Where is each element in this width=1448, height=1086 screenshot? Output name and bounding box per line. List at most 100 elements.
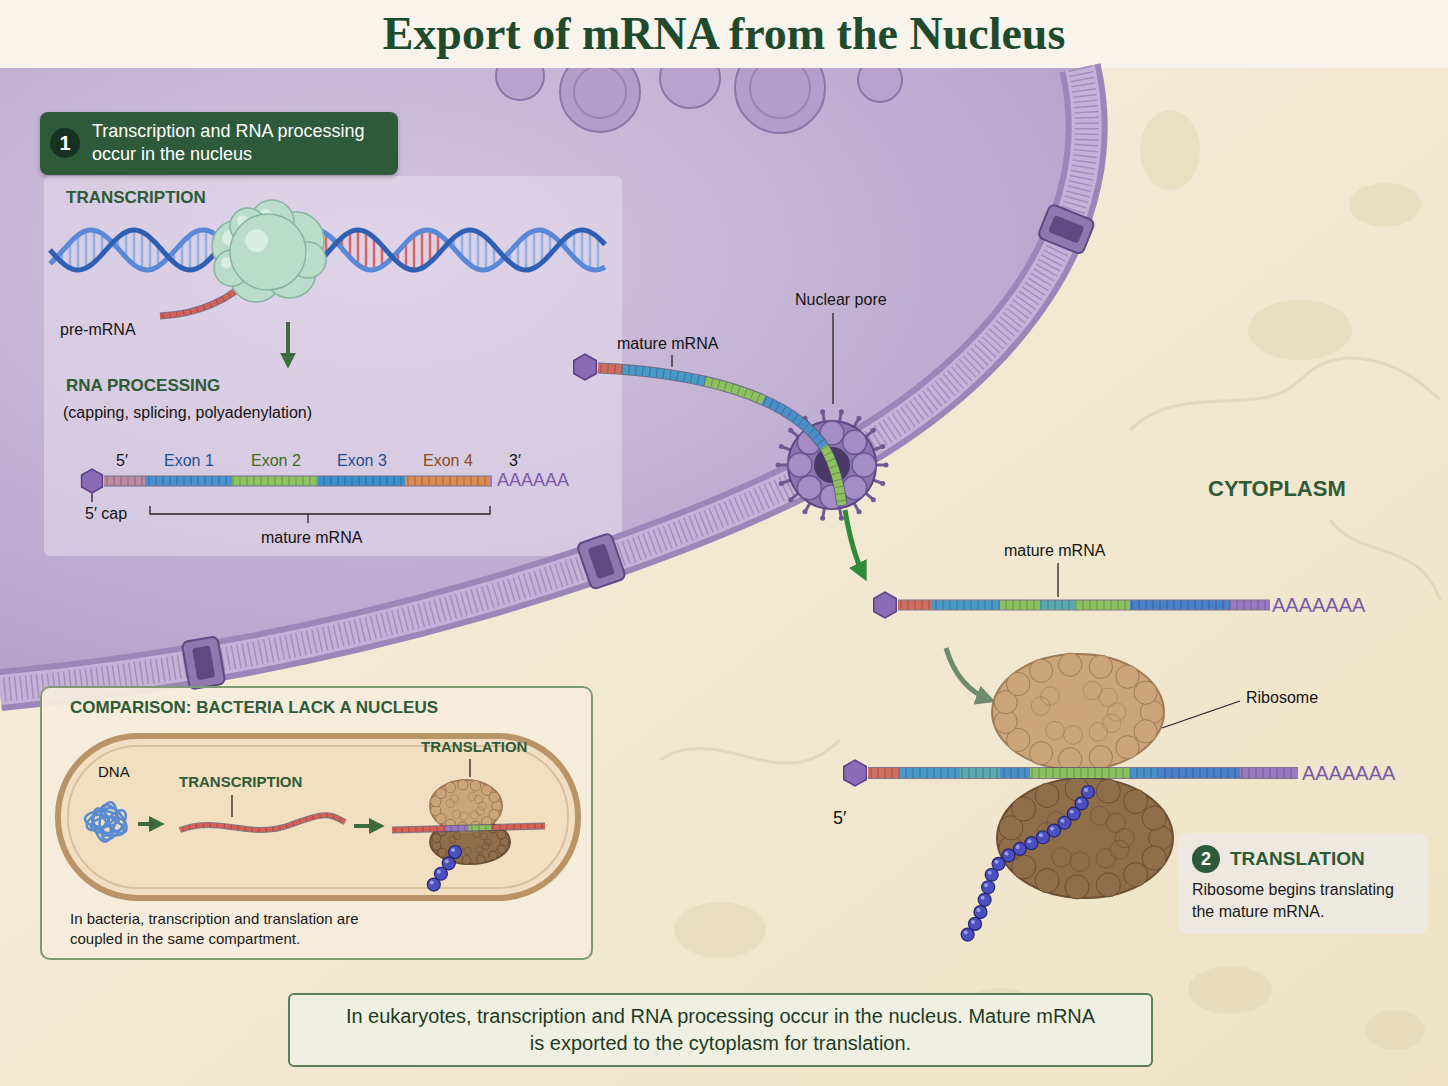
dna-helix xyxy=(365,232,368,269)
bacterium-cell xyxy=(58,736,578,898)
exporting-mrna xyxy=(598,368,842,505)
pre-mrna-strand xyxy=(228,293,231,297)
pre-mrna-strand xyxy=(222,297,224,301)
leader-lines xyxy=(231,795,232,817)
bacterium-contents xyxy=(394,827,395,832)
translated-mrna xyxy=(1088,768,1089,778)
translated-mrna xyxy=(1270,768,1271,778)
processed-mrna xyxy=(219,477,220,486)
exporting-mrna xyxy=(690,374,692,383)
ribosome xyxy=(1096,873,1120,897)
cytoplasm-mrna xyxy=(1153,601,1154,610)
bacterium-contents xyxy=(90,816,125,835)
translated-mrna xyxy=(927,768,928,778)
polypeptide xyxy=(437,870,441,874)
translated-mrna xyxy=(920,768,921,778)
processed-mrna xyxy=(163,477,164,486)
nuclear-pores xyxy=(182,204,1096,690)
dna-helix xyxy=(597,238,600,270)
processed-mrna xyxy=(394,477,395,486)
bacterium-contents xyxy=(266,828,267,832)
exporting-mrna xyxy=(837,500,846,501)
exporting-mrna xyxy=(808,428,814,434)
translated-mrna xyxy=(868,768,1298,778)
nuclear-pores xyxy=(182,636,226,689)
bacterium-contents xyxy=(450,826,451,831)
dna-helix xyxy=(77,235,80,270)
rna-polymerase xyxy=(245,229,268,252)
caption-box: In eukaryotes, transcription and RNA pro… xyxy=(288,993,1153,1067)
cytoplasm-mrna xyxy=(898,601,1270,610)
ribosome xyxy=(1041,687,1060,706)
processed-mrna xyxy=(247,477,248,486)
polypeptide xyxy=(988,871,992,875)
cytoplasm-mrna xyxy=(1265,601,1266,610)
five-prime-cap xyxy=(574,354,597,380)
cytoplasm-mrna xyxy=(1041,601,1042,610)
nuclear-pore xyxy=(788,497,793,502)
ribosome xyxy=(1142,846,1166,870)
cytoplasm-mrna xyxy=(1006,601,1007,610)
leader-lines xyxy=(1162,701,1240,728)
ribosome xyxy=(1116,665,1139,688)
bacterium-contents xyxy=(272,827,274,831)
bacterium-contents xyxy=(244,827,245,831)
polypeptide xyxy=(1005,851,1009,855)
region-label: CYTOPLASM xyxy=(1208,476,1346,502)
ribosome xyxy=(1089,746,1112,769)
bacterium-contents xyxy=(445,782,455,792)
chromatin xyxy=(858,58,902,102)
processed-mrna xyxy=(261,477,262,486)
nuclear-pore xyxy=(820,516,825,521)
processed-mrna xyxy=(104,477,492,486)
exporting-mrna xyxy=(598,368,842,505)
nuclear-pore xyxy=(880,444,885,449)
bacterium-contents xyxy=(293,822,294,826)
bacterium-contents xyxy=(476,807,484,815)
translated-mrna xyxy=(1263,768,1264,778)
bacterium-contents xyxy=(237,826,239,830)
translated-mrna xyxy=(1207,768,1208,778)
cytoplasm-mrna xyxy=(898,601,1270,610)
cytoplasm-mrna xyxy=(971,601,972,610)
cytoplasm-mrna xyxy=(1216,601,1217,610)
exporting-mrna xyxy=(600,364,601,373)
translated-mrna xyxy=(1144,768,1145,778)
exporting-mrna xyxy=(824,452,832,456)
ribosome xyxy=(1035,869,1059,893)
dna-helix xyxy=(373,238,376,270)
translated-mrna xyxy=(1004,768,1005,778)
bracket-label: mature mRNA xyxy=(261,528,362,547)
step-box: 2TRANSLATIONRibosome begins translating … xyxy=(1178,833,1428,934)
bacterium-contents xyxy=(326,813,327,817)
polypeptide xyxy=(445,859,449,863)
polypeptide xyxy=(964,931,968,935)
processed-mrna xyxy=(471,477,472,486)
exporting-mrna xyxy=(831,472,840,475)
exporting-mrna xyxy=(711,379,713,388)
processed-mrna xyxy=(275,477,276,486)
exporting-mrna xyxy=(833,479,842,481)
ribosome xyxy=(997,778,1173,898)
exporting-mrna xyxy=(829,465,837,468)
nuclear-pore xyxy=(839,409,844,414)
nuclear-pore xyxy=(788,428,793,433)
five-prime-cap xyxy=(874,592,897,618)
organelles xyxy=(1248,300,1352,360)
polypeptide xyxy=(981,896,985,900)
processed-mrna xyxy=(289,477,290,486)
organelles xyxy=(1349,183,1421,227)
strand-label: mature mRNA xyxy=(617,334,718,353)
exporting-mrna xyxy=(836,493,845,494)
part-label: DNA xyxy=(98,763,130,781)
translated-mrna xyxy=(1060,768,1061,778)
bacterium-cell xyxy=(354,824,380,828)
end-label: 3′ xyxy=(509,451,521,470)
translated-mrna xyxy=(948,768,949,778)
nuclear-pores xyxy=(576,533,626,590)
exporting-mrna xyxy=(775,403,779,411)
poly-a-tail: AAAAAA xyxy=(497,470,569,492)
ribosome xyxy=(1103,714,1122,733)
ribosome xyxy=(1012,797,1036,821)
